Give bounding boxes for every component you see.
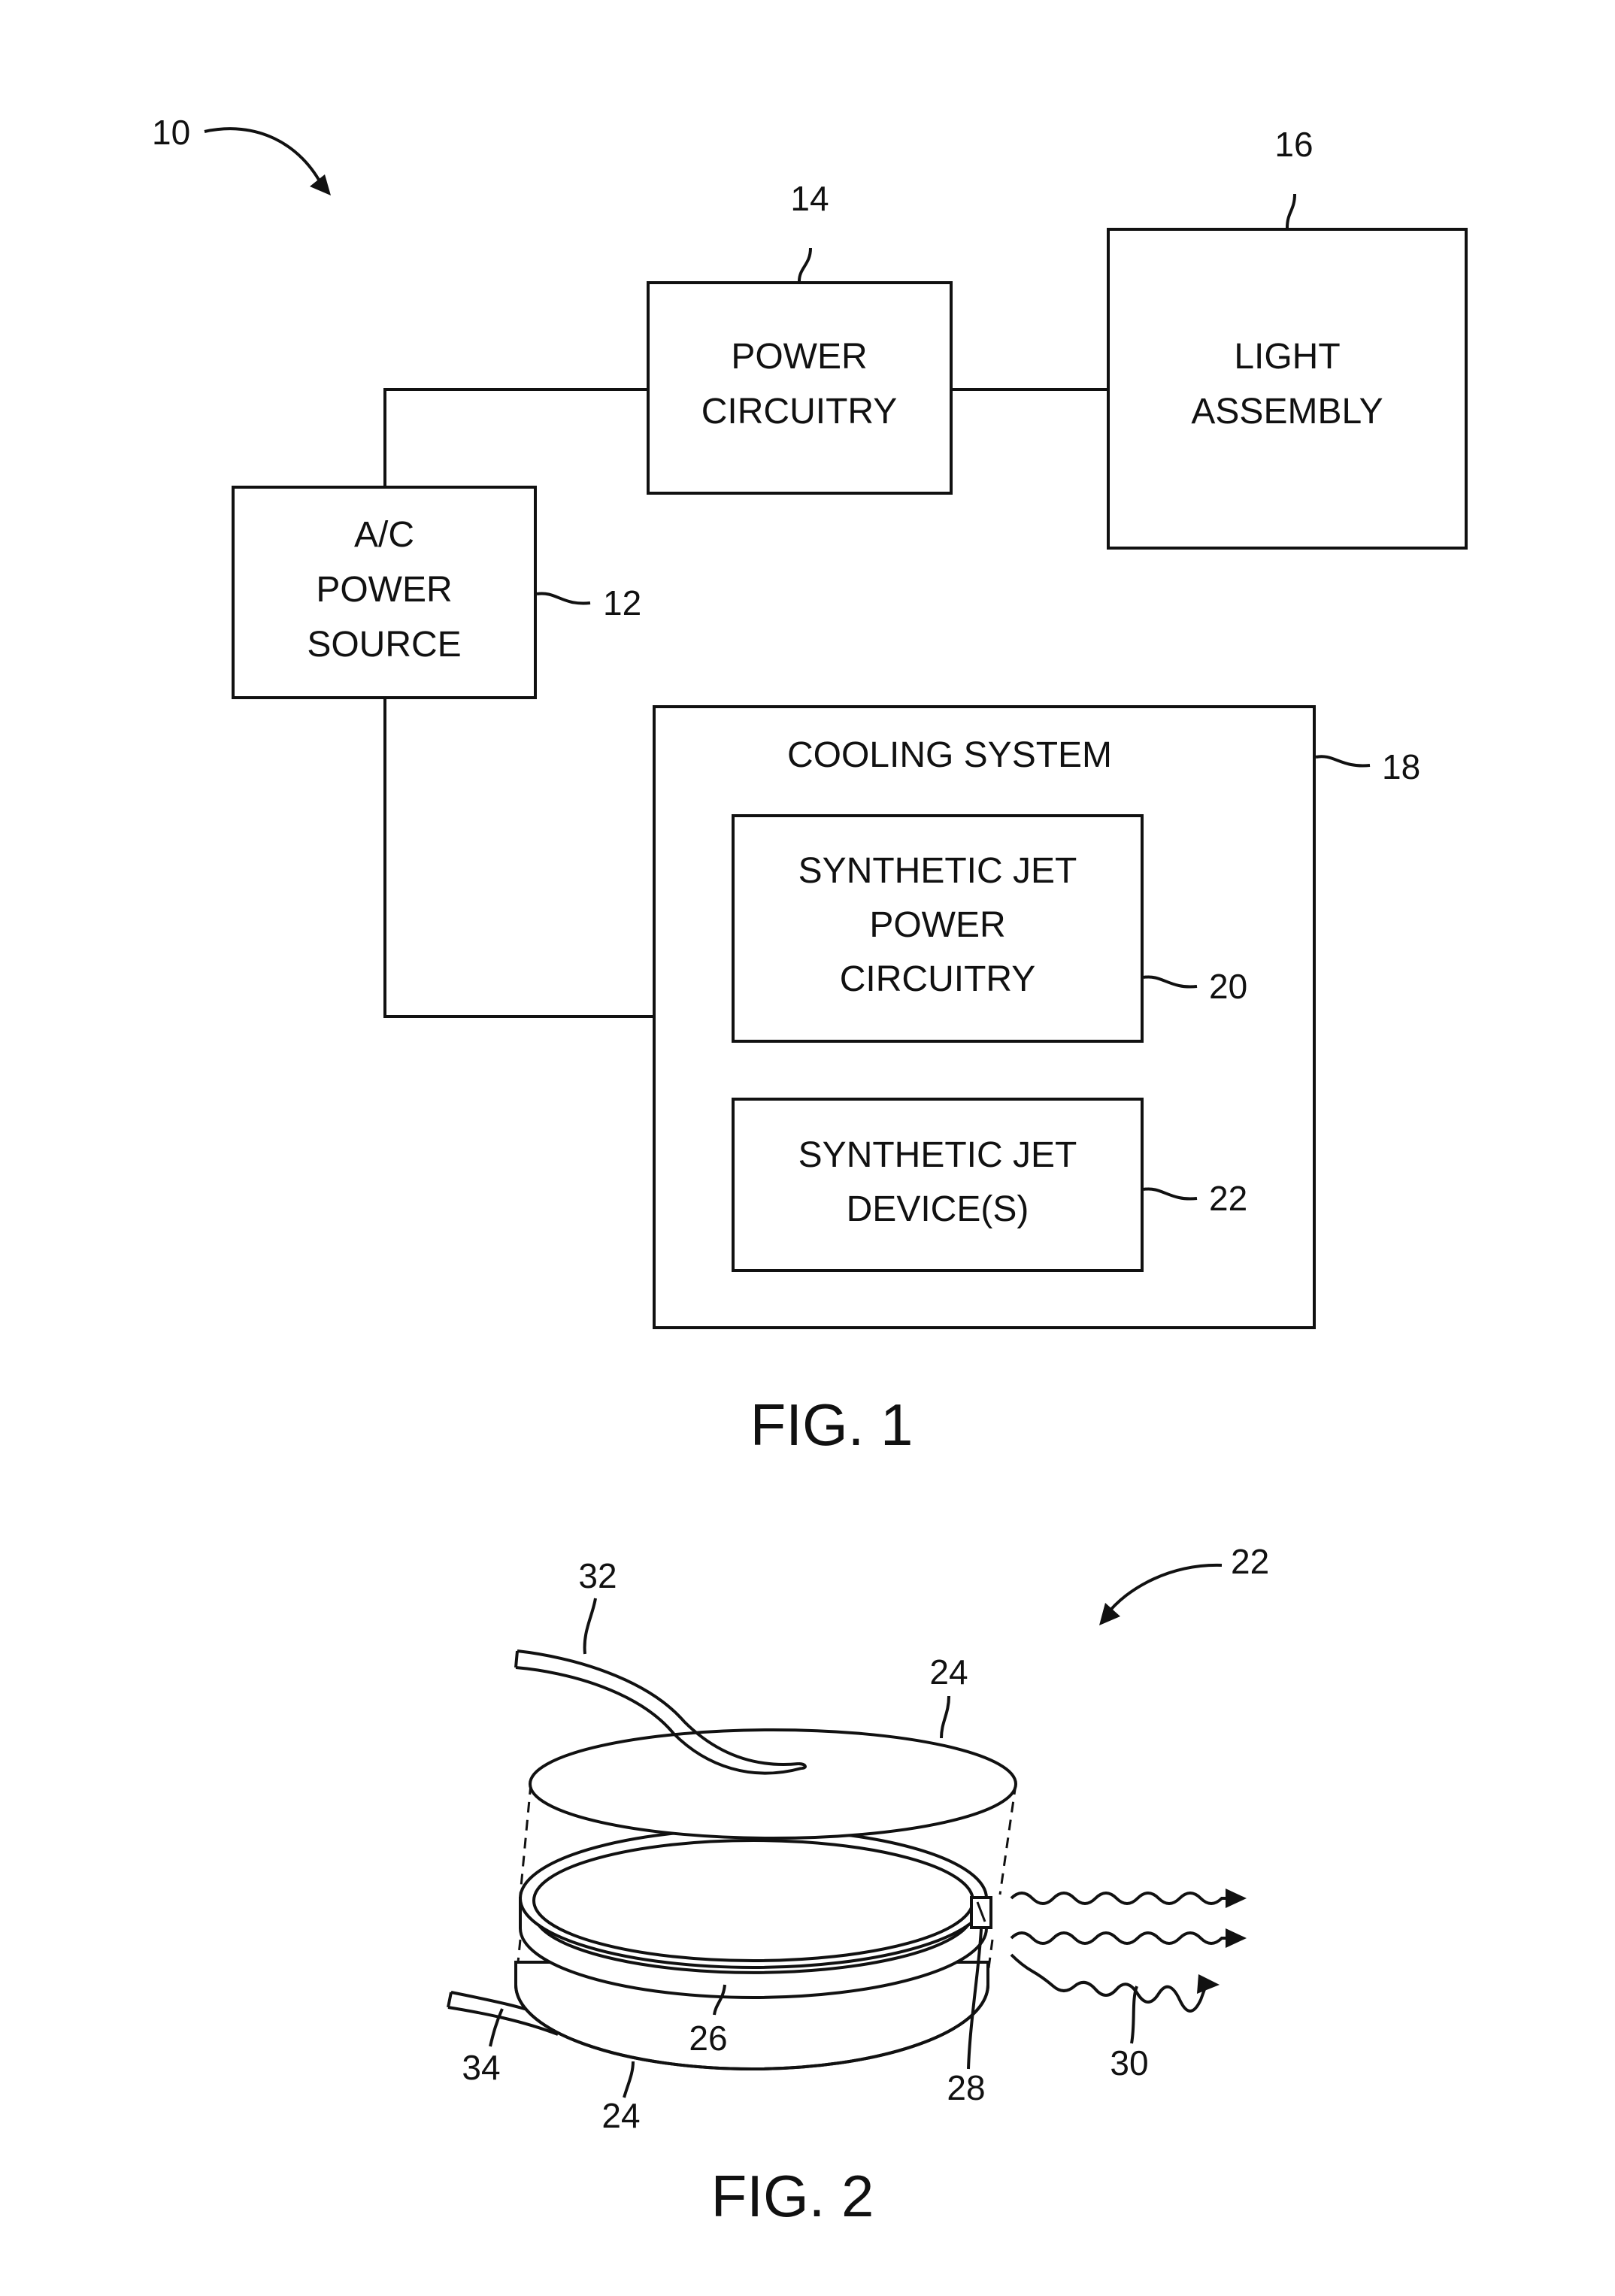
power-circuitry-block: POWER CIRCUITRY 14 xyxy=(648,179,951,493)
sj-devices-label-line1: SYNTHETIC JET xyxy=(798,1135,1077,1175)
orifice-ref: 28 xyxy=(947,2068,985,2107)
ac-power-source-ref-leader xyxy=(537,593,590,603)
power-circuitry-ref: 14 xyxy=(790,179,829,218)
power-circuitry-label-line1: POWER xyxy=(731,337,867,377)
fig1-diagram: 10 POWER CIRCUITRY 14 LIGHT ASSEMBLY 16 … xyxy=(152,113,1466,1458)
system-ref-label: 10 xyxy=(152,113,190,152)
jet-flow-arrowhead-1 xyxy=(1226,1889,1247,1908)
bottom-wire-ref: 34 xyxy=(462,2048,500,2087)
cooling-system-ref: 18 xyxy=(1382,747,1420,786)
light-assembly-ref: 16 xyxy=(1274,125,1313,164)
sj-power-circuitry-label-line3: CIRCUITRY xyxy=(840,959,1035,999)
sj-power-circuitry-label-line2: POWER xyxy=(869,905,1005,945)
connector-source-to-cooling xyxy=(385,698,654,1016)
device-ref-label: 22 xyxy=(1231,1542,1269,1581)
light-assembly-label-line2: ASSEMBLY xyxy=(1191,392,1383,432)
power-circuitry-ref-leader xyxy=(799,248,811,281)
connector-source-to-power xyxy=(385,389,648,490)
wall-ring-inner-top xyxy=(534,1840,973,1961)
top-plate xyxy=(530,1730,1016,1838)
top-wire-ref-leader xyxy=(585,1598,595,1654)
jet-flow-ref: 30 xyxy=(1110,2043,1148,2082)
wall-ref: 26 xyxy=(689,2019,727,2058)
cooling-system-title: COOLING SYSTEM xyxy=(787,735,1112,775)
bottom-plate-ref-leader xyxy=(624,2061,633,2098)
top-plate-ref: 24 xyxy=(929,1652,968,1692)
jet-flow-arrowhead-2 xyxy=(1226,1928,1247,1948)
sj-devices-box xyxy=(733,1099,1142,1271)
top-plate-ref-leader xyxy=(941,1696,949,1738)
jet-flow-wave-2 xyxy=(1011,1933,1233,1943)
jet-flow-arrowhead-3 xyxy=(1197,1974,1220,1994)
sj-power-circuitry-label-line1: SYNTHETIC JET xyxy=(798,851,1077,891)
sj-power-circuitry-ref: 20 xyxy=(1209,967,1247,1006)
light-assembly-label-line1: LIGHT xyxy=(1234,337,1340,377)
fig2-caption: FIG. 2 xyxy=(711,2163,874,2229)
jet-flow-wave-1 xyxy=(1011,1893,1233,1904)
bottom-wire-end xyxy=(448,1992,451,2007)
wall-ring xyxy=(520,1829,991,1998)
ac-power-source-ref: 12 xyxy=(603,583,641,622)
system-ref-arrowhead xyxy=(310,174,331,195)
system-ref-leader xyxy=(205,129,323,188)
jet-flow-wave-3 xyxy=(1011,1955,1207,2011)
ac-power-source-label-line1: A/C xyxy=(354,515,414,555)
ac-power-source-label-line3: SOURCE xyxy=(307,625,461,665)
light-assembly-block: LIGHT ASSEMBLY 16 xyxy=(1108,125,1466,548)
sj-devices-label-line2: DEVICE(S) xyxy=(847,1189,1029,1229)
jet-flow xyxy=(1011,1889,1247,2011)
light-assembly-ref-leader xyxy=(1287,194,1295,228)
fig1-caption: FIG. 1 xyxy=(750,1392,914,1458)
sj-devices-ref: 22 xyxy=(1209,1179,1247,1218)
device-ref-arrowhead xyxy=(1099,1603,1120,1625)
power-circuitry-label-line2: CIRCUITRY xyxy=(701,392,897,432)
ac-power-source-label-line2: POWER xyxy=(316,570,452,610)
bottom-plate-ref: 24 xyxy=(601,2096,640,2135)
jet-flow-ref-leader xyxy=(1132,1986,1137,2043)
light-assembly-box xyxy=(1108,229,1466,548)
power-circuitry-box xyxy=(648,283,951,493)
device-ref-leader xyxy=(1105,1565,1222,1616)
top-wire-ref: 32 xyxy=(578,1556,617,1595)
cooling-system-ref-leader xyxy=(1316,756,1370,765)
fig2-diagram: 22 xyxy=(448,1542,1269,2229)
top-wire-end xyxy=(516,1651,517,1667)
ac-power-source-block: A/C POWER SOURCE 12 xyxy=(233,487,641,698)
cooling-system-block: COOLING SYSTEM 18 SYNTHETIC JET POWER CI… xyxy=(654,707,1420,1328)
